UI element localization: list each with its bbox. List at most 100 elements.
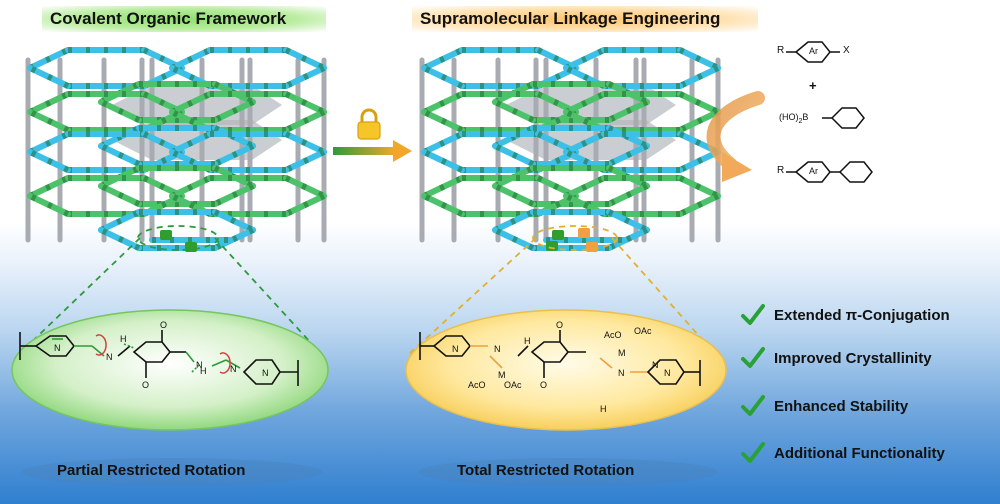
product-ring: Ar [809, 166, 818, 176]
svg-text:N: N [230, 364, 237, 374]
framework-strut-band [536, 65, 578, 89]
framework-strut-band [284, 149, 326, 173]
reactant1-right: X [843, 45, 850, 56]
framework-strut-band [422, 47, 464, 71]
framework-strut-band [99, 99, 141, 123]
framework-strut-band [678, 91, 720, 115]
cof-framework-right [419, 47, 721, 252]
linkage-block [552, 230, 564, 240]
framework-strut-band [422, 91, 464, 115]
framework-strut-band [493, 227, 535, 251]
reaction-rings [786, 41, 873, 183]
framework-strut-band [284, 109, 326, 133]
framework-strut-band [678, 193, 720, 217]
svg-text:H: H [524, 336, 531, 346]
framework-strut-band [536, 91, 578, 115]
framework-strut-band [422, 193, 464, 217]
framework-strut-band [170, 149, 212, 173]
svg-text:N: N [196, 360, 203, 370]
framework-strut-band [142, 193, 184, 217]
framework-strut-band [213, 209, 255, 233]
framework-strut-band [99, 183, 141, 207]
framework-strut-band [607, 143, 649, 167]
framework-strut-band [213, 143, 255, 167]
svg-text:OAc: OAc [634, 326, 652, 336]
framework-strut-band [213, 99, 255, 123]
title-supramolecular-linkage: Supramolecular Linkage Engineering [412, 6, 758, 32]
framework-strut-band [422, 65, 464, 89]
framework-strut-band [170, 65, 212, 89]
svg-text:O: O [540, 380, 547, 390]
framework-strut-band [170, 175, 212, 199]
svg-text:N: N [652, 360, 659, 370]
svg-text:H: H [600, 404, 607, 414]
framework-strut-band [607, 227, 649, 251]
framework-strut-band [607, 209, 649, 233]
framework-strut-band [170, 131, 212, 155]
cof-framework-left [25, 47, 327, 252]
svg-text:M: M [618, 348, 626, 358]
svg-text:N: N [452, 344, 459, 354]
framework-strut-band [28, 47, 70, 71]
feature-item: Improved Crystallinity [740, 345, 932, 371]
framework-strut-band [284, 47, 326, 71]
svg-text:M: M [498, 370, 506, 380]
svg-text:O: O [142, 380, 149, 390]
framework-strut-band [28, 131, 70, 155]
framework-strut-band [170, 91, 212, 115]
framework-strut-band [284, 175, 326, 199]
framework-strut-band [99, 227, 141, 251]
title-covalent-organic-framework: Covalent Organic Framework [42, 6, 326, 32]
framework-strut-band [536, 175, 578, 199]
arrow-right-icon [333, 140, 412, 162]
framework-strut-band [493, 209, 535, 233]
framework-strut-band [422, 149, 464, 173]
framework-strut-band [678, 175, 720, 199]
check-icon [741, 395, 765, 416]
reactant1-ring: Ar [809, 46, 818, 56]
framework-strut-band [678, 131, 720, 155]
zoom-ellipse-left [11, 309, 329, 431]
molecule-left [19, 330, 299, 386]
framework-strut-band [142, 109, 184, 133]
feature-item: Extended π-Conjugation [740, 302, 950, 328]
framework-strut-band [678, 109, 720, 133]
framework-strut-band [536, 131, 578, 155]
framework-strut-band [28, 193, 70, 217]
framework-strut-band [678, 47, 720, 71]
feature-label: Enhanced Stability [774, 397, 909, 415]
framework-strut-band [564, 149, 606, 173]
framework-strut-band [142, 91, 184, 115]
svg-text:N: N [664, 368, 671, 378]
framework-strut-band [564, 131, 606, 155]
framework-strut-band [99, 143, 141, 167]
svg-text:N: N [54, 343, 61, 353]
feature-label: Extended π-Conjugation [774, 306, 950, 324]
molecule-right [419, 330, 701, 386]
framework-strut-band [284, 131, 326, 155]
linkage-block [160, 230, 172, 240]
framework-strut-band [284, 91, 326, 115]
framework-strut-band [607, 99, 649, 123]
framework-strut-band [284, 65, 326, 89]
svg-text:O: O [556, 320, 563, 330]
molecule-left-atoms: N N H O O N H N N [54, 320, 269, 390]
svg-text:N: N [262, 368, 269, 378]
zoom-lines-left [17, 225, 323, 356]
framework-strut-band [678, 65, 720, 89]
framework-strut-band [564, 65, 606, 89]
svg-text:H: H [120, 334, 127, 344]
framework-strut-band [28, 175, 70, 199]
framework-strut-band [564, 175, 606, 199]
caption-shadow-left [22, 458, 322, 486]
framework-strut-band [493, 143, 535, 167]
framework-strut-band [422, 109, 464, 133]
feature-item: Enhanced Stability [740, 393, 908, 419]
svg-text:OAc: OAc [504, 380, 522, 390]
framework-strut-band [99, 209, 141, 233]
caption-total-rotation: Total Restricted Rotation [457, 462, 635, 479]
framework-strut-band [142, 149, 184, 173]
caption-shadow-right [418, 458, 718, 486]
molecule-right-atoms: N N M AcO OAc H O O AcO OAc M N H N N [452, 320, 671, 414]
